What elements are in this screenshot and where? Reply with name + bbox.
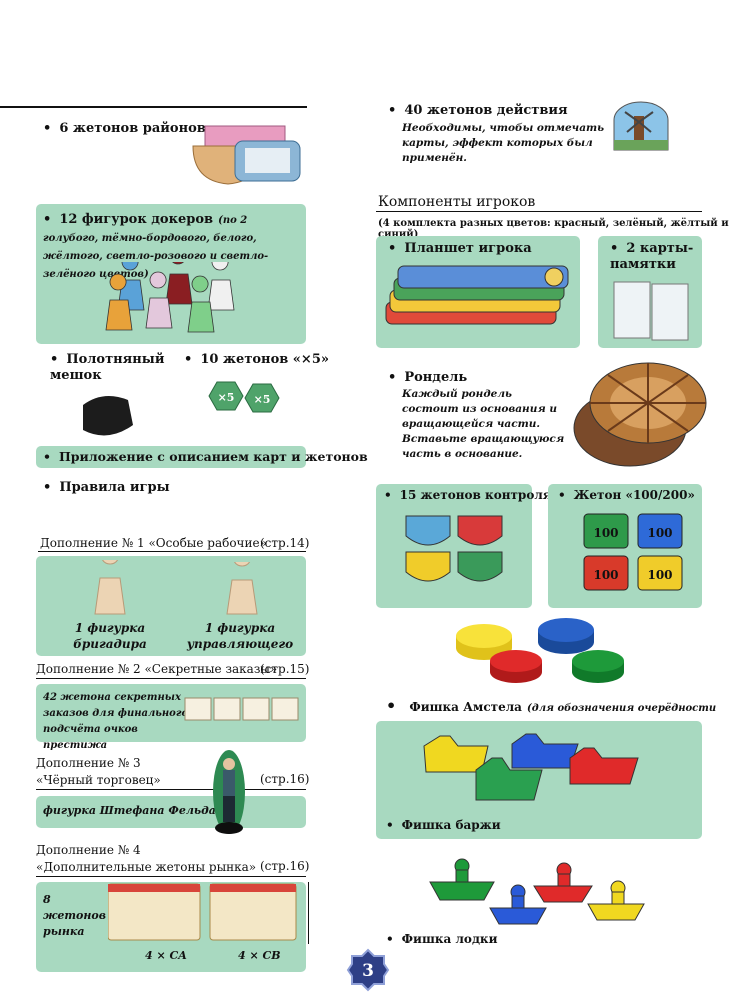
rondel-image (573, 362, 707, 467)
board-item: Планшет игрока (388, 241, 532, 256)
amstel-discs-image (456, 618, 624, 683)
boat-item: Фишка лодки (386, 932, 498, 946)
boat-label: Фишка лодки (401, 932, 498, 946)
control-label: 15 жетонов контроля (399, 488, 552, 502)
rondel-title: Рондель (404, 370, 468, 385)
token100-image: 100 100 100 100 (583, 513, 683, 591)
token100-text-4: 100 (647, 568, 672, 582)
token100-text-1: 100 (593, 526, 618, 540)
rondel-desc: Каждый рондель состоит из основания и вр… (402, 388, 565, 460)
exp4-ca-label: 4 × CA (145, 949, 187, 962)
top-rule (0, 106, 307, 108)
exp4-rule (36, 876, 306, 877)
barge-label: Фишка баржи (401, 818, 501, 832)
control-tokens-image (405, 515, 503, 582)
district-tokens-image (192, 125, 301, 185)
exp3-page: (стр.16) (260, 772, 310, 786)
districts-label: 6 жетонов районов (59, 121, 206, 136)
exp3-desc: фигурка Штефана Фельда (43, 804, 216, 817)
x5-label: 10 жетонов «×5» (200, 352, 329, 367)
market-tokens-image (108, 883, 297, 941)
action-tokens-image (613, 101, 669, 151)
token100-item: Жетон «100/200» (558, 488, 695, 502)
exp2-page: (стр.15) (260, 662, 310, 676)
amstel-label: Фишка Амстела (409, 700, 522, 714)
appendix-item: Приложение с описанием карт и жетонов (43, 449, 368, 464)
bag-image (83, 396, 133, 436)
token100-text-2: 100 (647, 526, 672, 540)
exp1-fig1-caption: 1 фигурка бригадира (73, 621, 147, 651)
appendix-label: Приложение с описанием карт и жетонов (59, 449, 368, 464)
barge-item: Фишка баржи (386, 818, 501, 832)
rules-label: Правила игры (59, 480, 170, 495)
exp3-rule (36, 789, 306, 790)
exp1-fig2-caption: 1 фигурка управляющего (186, 621, 294, 651)
rondel-item: Рондель (388, 370, 467, 385)
board-label: Планшет игрока (404, 241, 532, 256)
docker-figures-image (105, 262, 235, 333)
reference-cards-image (613, 281, 689, 341)
x5-item: 10 жетонов «×5» (184, 352, 329, 367)
players-header: Компоненты игроков (378, 194, 536, 210)
exp2-rule (36, 678, 306, 679)
dockers-item: 12 фигурок докеров (по 2 голубого, тёмно… (43, 210, 298, 282)
exp4-cb-label: 4 × CB (238, 949, 281, 962)
exp3-panel (36, 796, 306, 828)
districts-item: 6 жетонов районов (43, 121, 206, 136)
exp1-rule (38, 551, 306, 552)
action-tokens-desc: Необходимы, чтобы отмечать карты, эффект… (402, 122, 605, 164)
token100-text-3: 100 (593, 568, 618, 582)
exp4-title-line2: «Дополнительные жетоны рынка» (36, 860, 257, 874)
exp1-title: Дополнение № 1 «Особые рабочие» (40, 536, 267, 550)
rules-item: Правила игры (43, 480, 170, 495)
exp3-title-line2: «Чёрный торговец» (36, 773, 161, 787)
exp1-panel (36, 556, 306, 656)
manager-figure-image (226, 562, 258, 615)
exp3-title: Дополнение № 3 «Чёрный торговец» (36, 755, 161, 789)
secret-order-tokens-image (184, 697, 299, 721)
control-panel (376, 484, 532, 608)
foreman-figure-image (94, 560, 126, 615)
bag-item: Полотняный мешок (50, 352, 164, 384)
dockers-title: 12 фигурок докеров (43, 212, 213, 227)
exp4-title: Дополнение № 4 «Дополнительные жетоны ры… (36, 842, 256, 876)
x5-tokens-image: ×5 ×5 (208, 381, 280, 413)
exp4-title-line1: Дополнение № 4 (36, 843, 141, 857)
control-item: 15 жетонов контроля (384, 488, 552, 502)
exp1-page: (стр.14) (260, 536, 310, 550)
page-number-badge: 3 (346, 948, 390, 992)
exp2-title: Дополнение № 2 «Секретные заказы» (36, 662, 278, 676)
player-boards-image (385, 265, 569, 325)
dockers-desc: (по 2 голубого, тёмно-бордового, белого,… (43, 215, 269, 280)
cards-label: 2 карты-памятки (610, 241, 693, 272)
exp4-desc: 8 жетонов рынка (43, 893, 106, 938)
action-tokens-item: 40 жетонов действия (388, 103, 568, 118)
players-rule (376, 211, 702, 212)
action-tokens-title: 40 жетонов действия (404, 103, 568, 118)
x5-token-text: ×5 (218, 391, 235, 404)
exp4-side-rule (308, 882, 309, 944)
exp4-page: (стр.16) (260, 859, 310, 873)
token100-label: Жетон «100/200» (573, 488, 695, 502)
exp2-desc: 42 жетона секретных заказов для финально… (43, 692, 189, 751)
barge-figures-image (423, 733, 639, 801)
page-number: 3 (362, 961, 374, 981)
black-trader-figure-image (213, 750, 245, 834)
players-subheader: (4 комплекта разных цветов: красный, зел… (378, 218, 729, 240)
exp3-title-line1: Дополнение № 3 (36, 756, 141, 770)
boat-figures-image (429, 858, 645, 925)
x5-token-text-2: ×5 (254, 393, 271, 406)
cards-item: 2 карты-памятки (610, 241, 696, 273)
bag-label: Полотняный мешок (50, 352, 165, 383)
